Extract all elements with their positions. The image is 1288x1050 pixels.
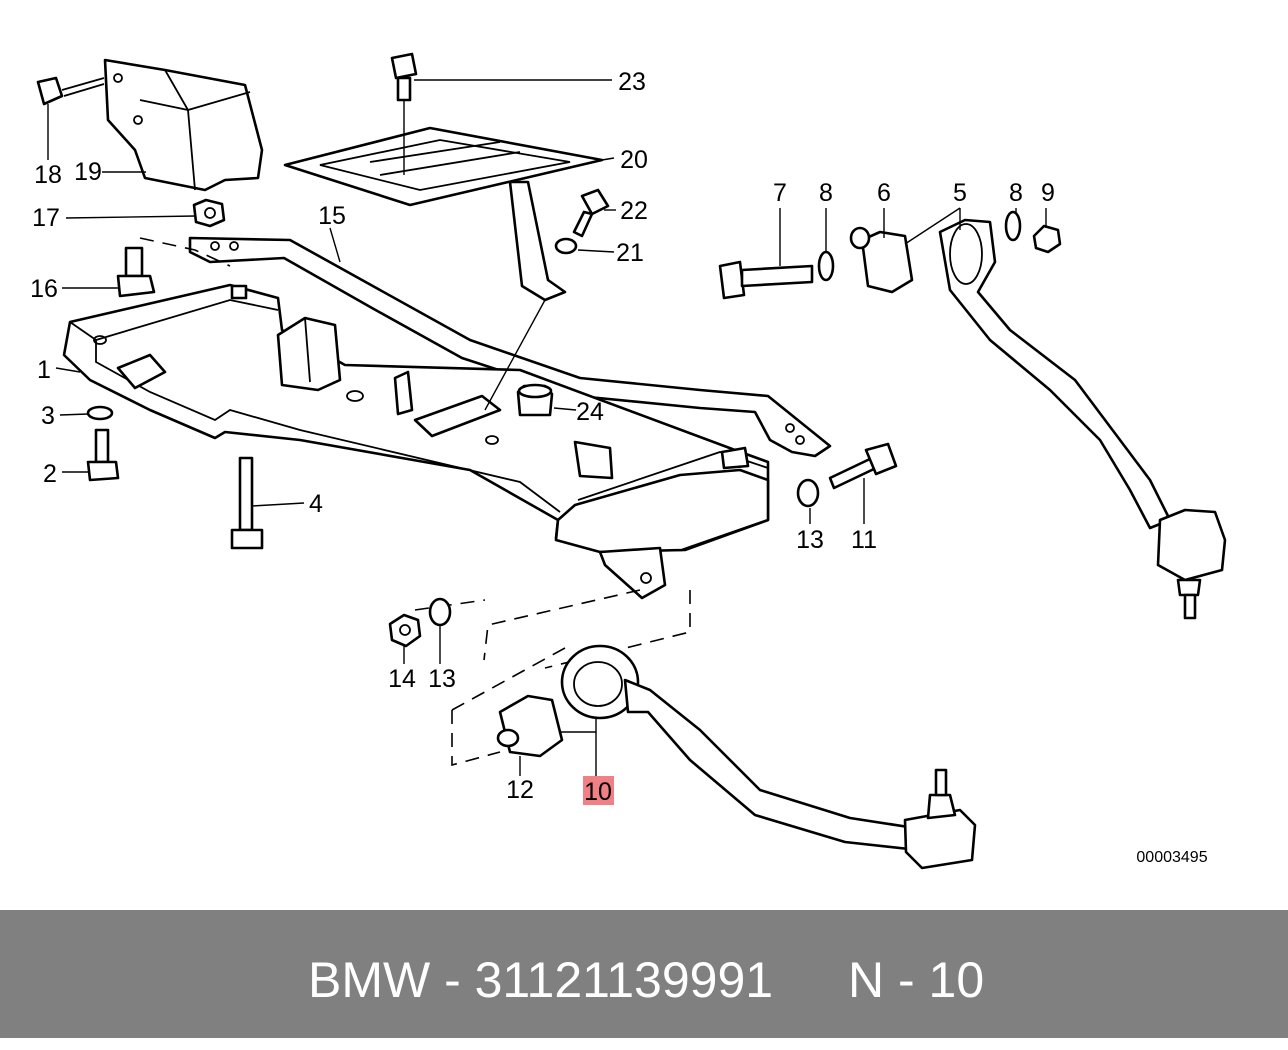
callout-1: 1: [37, 356, 51, 384]
callout-19: 19: [74, 158, 102, 186]
leader-lines: [47, 79, 1047, 776]
bushing-6-part: [849, 226, 914, 294]
caption-bar: BMW - 31121139991 N - 10: [0, 910, 1288, 1038]
callout-17: 17: [32, 204, 60, 232]
control-arm-5-part: [938, 218, 1227, 620]
callout-labels: 18 19 17 16 1 3 2 4 15 23 20 22 21 24 13…: [30, 68, 1208, 866]
callout-5: 5: [953, 179, 967, 207]
nut-9-part: [1032, 224, 1062, 254]
stud-4-part: [230, 456, 264, 550]
bolt-2-part: [86, 428, 120, 482]
washer-8-part: [817, 250, 835, 282]
callout-23: 23: [618, 68, 646, 96]
callout-7: 7: [773, 179, 787, 207]
callout-13-lower: 13: [428, 665, 456, 693]
caption-brand-part-number: BMW - 31121139991: [308, 952, 774, 1008]
bolt-7-part: [718, 260, 814, 300]
callout-3: 3: [41, 402, 55, 430]
drawing-number: 00003495: [1136, 849, 1207, 866]
bolt-22-part: [572, 188, 610, 238]
bolt-18-part: [36, 76, 105, 106]
strap-15-part: [188, 236, 832, 458]
bolt-12-part: [828, 442, 898, 490]
parts-diagram: 18 19 17 16 1 3 2 4 15 23 20 22 21 24 13…: [30, 52, 1227, 870]
callout-15: 15: [318, 202, 346, 230]
exploded-view-drawing: 18 19 17 16 1 3 2 4 15 23 20 22 21 24 13…: [30, 52, 1227, 870]
callout-21: 21: [616, 239, 644, 267]
washer-21-part: [554, 237, 578, 255]
nut-14-part: [388, 613, 422, 648]
bolt-23-part: [390, 52, 418, 175]
callout-10: 10: [584, 778, 612, 806]
subframe-1-part: [62, 283, 770, 600]
callout-6: 6: [877, 179, 891, 207]
plate-20-part: [283, 126, 604, 302]
callout-14: 14: [388, 665, 416, 693]
callout-18: 18: [34, 161, 62, 189]
callout-16: 16: [30, 275, 58, 303]
bushing-11-part: [496, 694, 564, 758]
callout-10-highlight: [583, 776, 614, 805]
callout-8b: 8: [1009, 179, 1023, 207]
callout-12: 11: [851, 526, 877, 554]
nut-17-part: [192, 198, 226, 228]
callout-24: 24: [576, 398, 604, 426]
cap-24-part: [516, 383, 554, 417]
callout-13: 13: [796, 526, 824, 554]
washer-8b-part: [1004, 210, 1022, 242]
callout-20: 20: [620, 146, 648, 174]
washer-13b-part: [428, 597, 452, 627]
callout-22: 22: [620, 197, 648, 225]
callout-11: 12: [506, 776, 534, 804]
callout-8: 8: [819, 179, 833, 207]
callout-4: 4: [309, 490, 323, 518]
heat-shield-part: [103, 58, 264, 192]
callout-2: 2: [43, 460, 57, 488]
caption-reference: N - 10: [848, 952, 985, 1008]
callout-9: 9: [1041, 179, 1055, 207]
bolt-16-part: [116, 246, 156, 298]
control-arm-10-part: [560, 644, 977, 870]
washer-3-part: [86, 405, 114, 421]
washer-13-part: [796, 478, 820, 508]
